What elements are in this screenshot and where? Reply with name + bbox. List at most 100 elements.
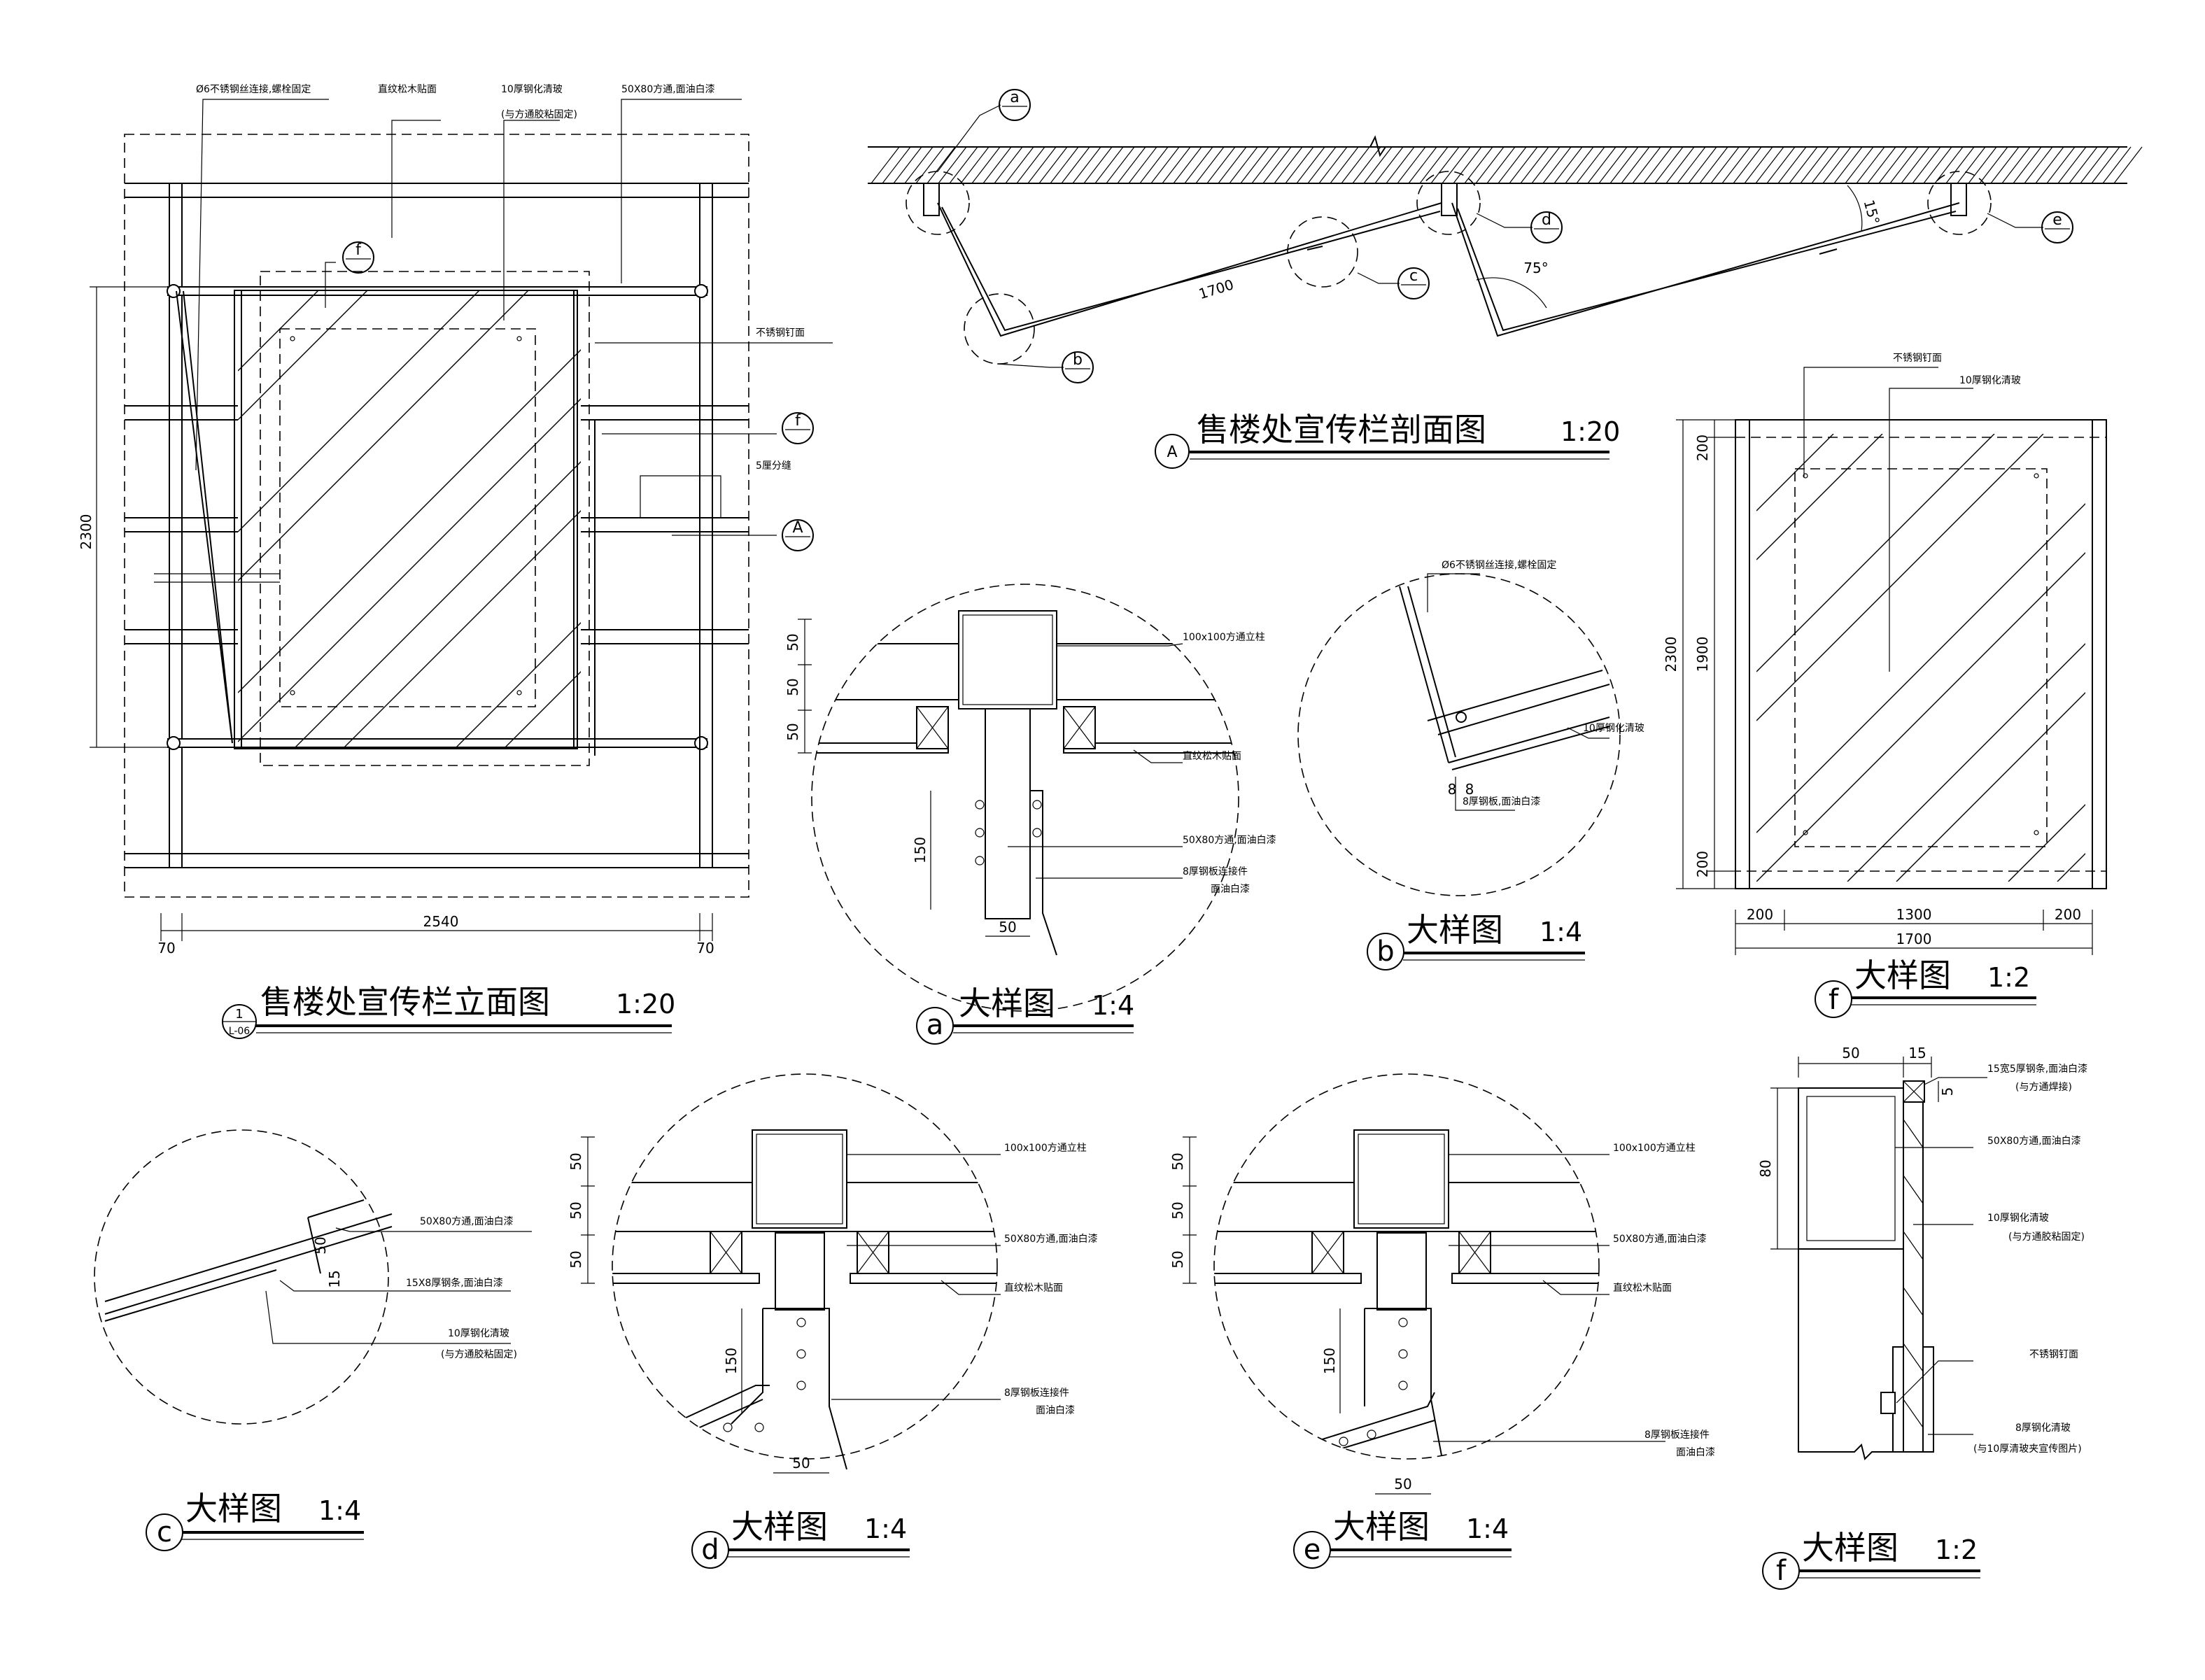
hatch-line (1005, 146, 1034, 184)
f-top-scale: 1:2 (1987, 962, 2030, 993)
hatch-line (1430, 146, 1460, 184)
e-note-plate-sub: 面油白漆 (1676, 1447, 1715, 1458)
e-bubble: e (1304, 1534, 1321, 1566)
elevation-scale: 1:20 (616, 989, 675, 1019)
hatch-line (1856, 146, 1885, 184)
f-dim-h-bot: 200 (1694, 851, 1711, 877)
hatch-line (1296, 146, 1325, 184)
hatch-line (2057, 146, 2087, 184)
note-tube: 50X80方通,面油白漆 (621, 84, 715, 95)
elevation-notes: Ø6不锈钢丝连接,螺栓固定 直纹松木贴面 10厚钢化清玻 (与方通胶粘固定) 5… (196, 83, 805, 472)
detail-c-title: c 大样图 1:4 (146, 1490, 364, 1551)
note-glass-sub: (与方通胶粘固定) (501, 108, 577, 120)
f-dim-h-mid: 1900 (1694, 637, 1711, 672)
hatch-line (1419, 146, 1449, 184)
fb-note-plate: 8厚钢化清玻 (2015, 1423, 2071, 1434)
fb-note-flat-sub: (与方通焊接) (2015, 1081, 2072, 1093)
d-scale: 1:4 (864, 1513, 907, 1544)
c-dim-1: 50 (312, 1236, 329, 1254)
detail-e: 100x100方通立柱 50X80方通,面油白漆 直纹松木贴面 8厚钢板连接件 … (1169, 1073, 1715, 1495)
e-note-wood: 直纹松木贴面 (1613, 1282, 1672, 1294)
a-dim-1: 50 (784, 633, 801, 651)
hatch-line (2102, 146, 2132, 184)
dim-right: 70 (696, 940, 714, 957)
hatch-line (1565, 146, 1594, 184)
hatch-line (1307, 146, 1337, 184)
a-note-wood: 直纹松木贴面 (1183, 750, 1241, 762)
hatch-line (1453, 146, 1482, 184)
f-top-note-glass: 10厚钢化清玻 (1959, 375, 2021, 386)
callout-d: d (1542, 211, 1551, 229)
section-bubble: A (1167, 444, 1177, 461)
hatch-line (1699, 146, 1728, 184)
detail-f-top-title: f 大样图 1:2 (1815, 957, 2036, 1018)
a-title-text: 大样图 (959, 984, 1055, 1022)
hatch-line (1710, 146, 1740, 184)
hatch-line (1184, 146, 1213, 184)
hatch-line (1240, 146, 1269, 184)
e-title-text: 大样图 (1333, 1508, 1430, 1546)
hatch-line (1173, 146, 1202, 184)
fb-note-glass: 10厚钢化清玻 (1987, 1213, 2049, 1224)
hatch-line (1442, 146, 1471, 184)
b-note-plate: 8厚钢板,面油白漆 (1463, 796, 1540, 807)
b-title-text: 大样图 (1407, 911, 1503, 949)
hatch-line (1576, 146, 1605, 184)
hatch-line (2013, 146, 2042, 184)
hatch-line (994, 146, 1023, 184)
hatch-line (1038, 146, 1068, 184)
hatch-line (2080, 146, 2109, 184)
hatch-line (893, 146, 922, 184)
hatch-line (1128, 146, 1157, 184)
fb-dim-w2: 15 (1908, 1045, 1926, 1061)
hatch-line (1016, 146, 1045, 184)
hatch-line (1800, 146, 1829, 184)
fb-dim-h1: 80 (1757, 1159, 1774, 1177)
elevation-callouts: f f A (342, 241, 814, 551)
c-bubble: c (157, 1516, 172, 1548)
dim-height: 2300 (78, 514, 94, 550)
c-dim-2: 15 (326, 1270, 343, 1287)
hatch-line (1150, 146, 1180, 184)
fb-title-text: 大样图 (1802, 1529, 1898, 1567)
a-dim-2: 50 (784, 678, 801, 696)
detail-d: 100x100方通立柱 50X80方通,面油白漆 直纹松木贴面 8厚钢板连接件 … (568, 1073, 1098, 1474)
detail-b: Ø6不锈钢丝连接,螺栓固定 10厚钢化清玻 8厚钢板,面油白漆 8 8 (1297, 559, 1644, 896)
dim-1700: 1700 (1197, 276, 1236, 302)
angle-15: 15° (1861, 198, 1883, 226)
hatch-line (1957, 146, 1986, 184)
hatch-line (1195, 146, 1225, 184)
fb-bubble: f (1776, 1555, 1787, 1587)
hatch-line (1363, 146, 1393, 184)
hatch-line (871, 146, 900, 184)
hatch-line (1218, 146, 1247, 184)
note-gap: 5厘分缝 (756, 460, 791, 472)
d-note-wood: 直纹松木贴面 (1004, 1282, 1063, 1294)
hatch-line (1923, 146, 1952, 184)
hatch-line (1901, 146, 1930, 184)
hatch-line (1050, 146, 1079, 184)
hatch-line (1262, 146, 1292, 184)
e-scale: 1:4 (1466, 1513, 1509, 1544)
hatch-line (1542, 146, 1572, 184)
hatch-line (1408, 146, 1437, 184)
hatch-line (1665, 146, 1695, 184)
hatch-line (1206, 146, 1236, 184)
hatch-line (1643, 146, 1672, 184)
title-bubble-top: 1 (235, 1007, 243, 1022)
hatch-line (1766, 146, 1796, 184)
d-bubble: d (701, 1534, 719, 1566)
elevation-title-text: 售楼处宣传栏立面图 (260, 983, 550, 1021)
hatch-line (1397, 146, 1426, 184)
hatch-line (1083, 146, 1113, 184)
hatch-line (915, 146, 945, 184)
hatch-line (1498, 146, 1527, 184)
f-dim-h-top: 200 (1694, 435, 1711, 461)
elevation-outline (124, 134, 749, 898)
hatch-line (1072, 146, 1101, 184)
hatch-line (1979, 146, 2008, 184)
f-top-bubble: f (1829, 984, 1839, 1016)
hatch-line (1341, 146, 1370, 184)
d-dim-4: 150 (723, 1348, 740, 1374)
d-note-plate-sub: 面油白漆 (1036, 1405, 1075, 1416)
